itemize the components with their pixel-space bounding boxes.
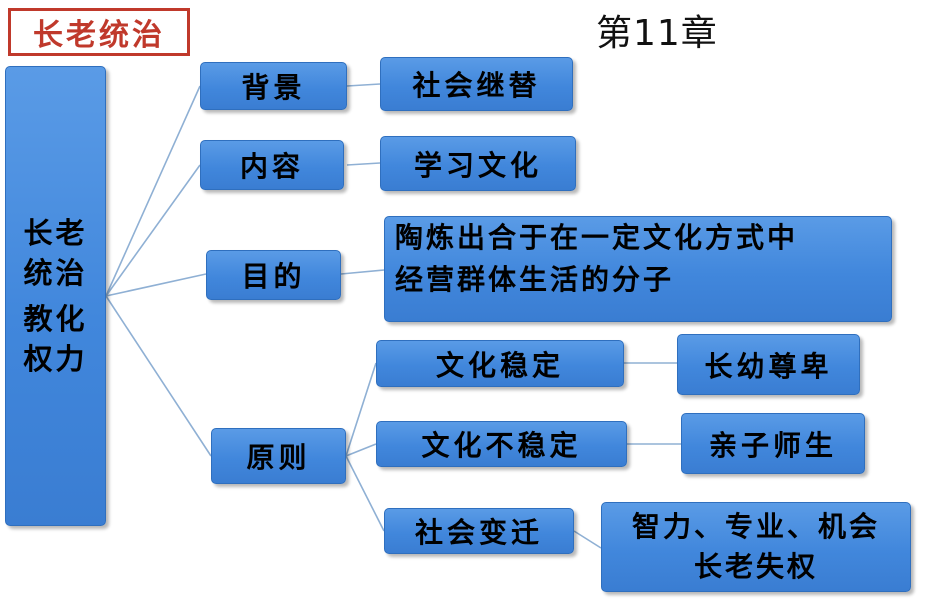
connector-principle-unstable [345, 443, 377, 457]
diagram-title-text: 长老统治 [33, 18, 165, 53]
node-content-label: 内容 [239, 150, 304, 183]
node-social-change-detail-line-1: 智力、专业、机会 [631, 510, 880, 543]
connector-principle-change [345, 455, 385, 532]
node-principle-label: 原则 [246, 441, 311, 474]
node-cultural-stability-detail-label: 长幼尊卑 [704, 349, 833, 383]
connector-root-background [105, 85, 201, 297]
node-content-detail: 学习文化 [380, 136, 576, 191]
node-background: 背景 [200, 62, 347, 110]
node-content: 内容 [200, 140, 344, 190]
node-social-change-detail: 智力、专业、机会 长老失权 [601, 502, 911, 592]
node-cultural-stability-detail: 长幼尊卑 [677, 334, 860, 395]
chapter-label: 第11章 [596, 13, 718, 54]
node-social-change: 社会变迁 [384, 508, 574, 554]
connector-root-content [105, 164, 201, 297]
node-purpose: 目的 [206, 250, 341, 300]
node-background-label: 背景 [241, 71, 306, 104]
node-purpose-detail-line-1: 陶炼出合于在一定文化方式中 [395, 221, 799, 254]
node-content-detail-label: 学习文化 [413, 148, 542, 182]
node-cultural-stability-label: 文化稳定 [435, 348, 564, 382]
diagram-title: 长老统治 [8, 8, 190, 56]
connector-principle-stable [345, 362, 377, 457]
node-social-change-detail-line-2: 长老失权 [693, 550, 818, 583]
node-background-detail-label: 社会继替 [412, 69, 541, 102]
connector-root-purpose [105, 273, 207, 297]
node-cultural-instability-detail-label: 亲子师生 [708, 428, 837, 462]
connector-content-detail [346, 162, 381, 166]
connector-purpose-detail [340, 269, 385, 275]
root-node: 长老 统治 教化 权力 [5, 66, 106, 526]
node-purpose-label: 目的 [241, 260, 306, 293]
root-line-2: 统治 [23, 256, 88, 290]
node-social-change-label: 社会变迁 [414, 516, 543, 549]
connector-change-detail [573, 530, 602, 549]
root-line-3: 教化 [23, 302, 88, 336]
node-purpose-detail-line-2: 经营群体生活的分子 [395, 263, 675, 296]
node-principle: 原则 [211, 428, 346, 484]
root-line-1: 长老 [23, 216, 88, 250]
node-cultural-instability-label: 文化不稳定 [421, 429, 582, 462]
node-purpose-detail: 陶炼出合于在一定文化方式中 经营群体生活的分子 [384, 216, 892, 322]
node-cultural-stability: 文化稳定 [376, 340, 624, 387]
node-background-detail: 社会继替 [380, 57, 573, 111]
connector-root-principle [105, 295, 212, 457]
node-cultural-instability: 文化不稳定 [376, 421, 627, 467]
node-cultural-instability-detail: 亲子师生 [681, 413, 865, 474]
connector-background-detail [346, 83, 381, 87]
root-line-4: 权力 [23, 342, 88, 376]
